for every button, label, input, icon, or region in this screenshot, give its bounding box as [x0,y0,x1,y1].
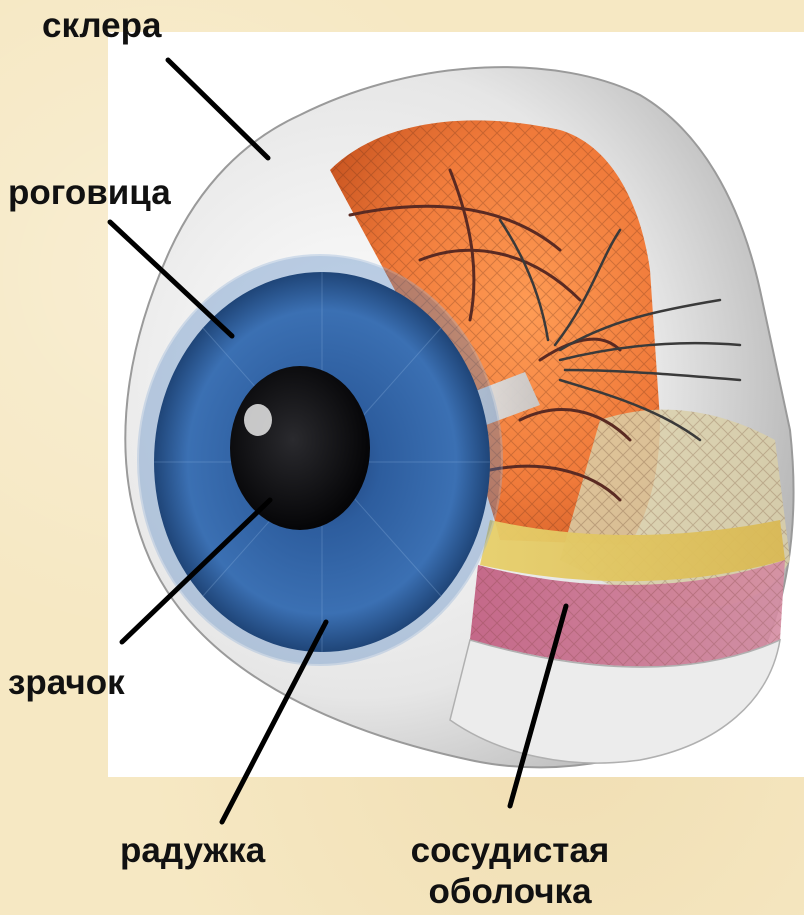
label-pupil: зрачок [8,665,125,700]
label-cornea: роговица [8,175,171,210]
light-reflection [244,404,272,436]
label-sclera: склера [42,8,162,43]
pupil [230,366,370,530]
label-choroid-line2: оболочка [380,874,640,909]
label-choroid: сосудистая оболочка [380,833,640,909]
label-choroid-line1: сосудистая [380,833,640,868]
label-iris: радужка [120,833,265,868]
